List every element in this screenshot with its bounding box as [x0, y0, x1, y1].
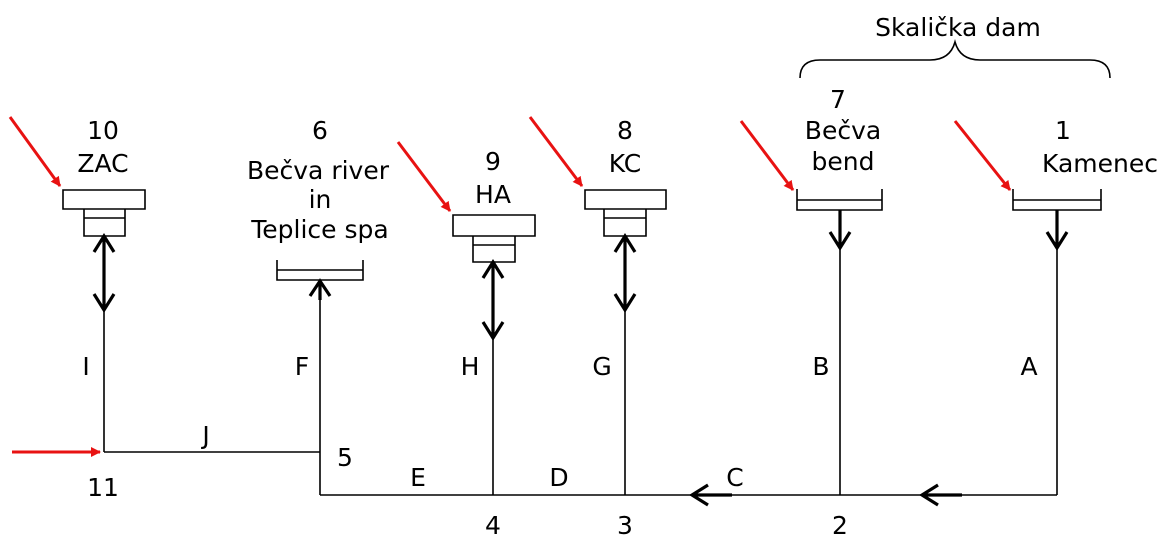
left-arrow-a-bottom — [918, 483, 962, 507]
node-6-name-line1: Bečva river — [247, 156, 390, 185]
junction-11-label: 11 — [87, 473, 119, 502]
reservoir-1-kamenec: 1 Kamenec — [953, 116, 1158, 211]
up-arrow-f — [308, 278, 332, 300]
segment-label-h: H — [461, 352, 480, 381]
reservoir-8-shape — [584, 189, 667, 237]
down-arrow-b — [828, 210, 852, 252]
junction-2-label: 2 — [832, 511, 848, 538]
reservoir-9-ha: 9 HA — [396, 141, 536, 263]
segment-label-g: G — [592, 352, 611, 381]
bidirectional-arrow-i — [92, 232, 116, 314]
network-lines — [103, 240, 1058, 496]
segment-label-j: J — [200, 421, 209, 450]
node-7-name-line1: Bečva — [805, 116, 881, 145]
reservoir-7-becva-bend: 7 Bečva bend — [739, 85, 883, 211]
skalicka-dam-brace — [799, 39, 1111, 79]
node-9-name: HA — [475, 180, 511, 209]
bidirectional-arrow-h — [481, 258, 505, 342]
red-inflow-arrow-9 — [396, 141, 452, 212]
reservoir-6-shape — [276, 260, 364, 281]
flow-arrows — [92, 210, 1069, 507]
down-arrow-a — [1045, 210, 1069, 252]
node-6-name-line3: Teplice spa — [250, 215, 388, 244]
node-7-name-line2: bend — [812, 147, 875, 176]
segment-label-d: D — [549, 463, 568, 492]
left-arrow-c — [688, 483, 732, 507]
node-8-name: KC — [609, 149, 641, 178]
node-6-number: 6 — [312, 116, 328, 145]
reservoir-9-shape — [452, 214, 536, 263]
skalicka-dam-label: Skalička dam — [875, 13, 1041, 42]
reservoir-7-shape — [796, 189, 883, 211]
junction-4-label: 4 — [485, 511, 501, 538]
segment-label-a: A — [1020, 352, 1037, 381]
reservoir-6-teplice: 6 Bečva river in Teplice spa — [247, 116, 390, 281]
node-9-number: 9 — [485, 147, 501, 176]
node-1-number: 1 — [1055, 116, 1071, 145]
segment-labels: I J F H G B A E D C — [82, 352, 1037, 492]
node-10-number: 10 — [87, 116, 119, 145]
red-inflow-arrow-7 — [739, 120, 795, 191]
red-inflow-arrow-1 — [953, 120, 1012, 191]
segment-label-i: I — [82, 352, 89, 381]
reservoir-10-shape — [62, 189, 146, 237]
segment-label-b: B — [812, 352, 829, 381]
junction-5-label: 5 — [337, 443, 353, 472]
node-6-name-line2: in — [309, 185, 332, 214]
red-inflow-arrow-10 — [8, 116, 62, 187]
junction-labels: 11 5 4 3 2 — [87, 443, 848, 538]
node-10-name: ZAC — [77, 149, 128, 178]
red-inflow-arrow-8 — [528, 116, 584, 187]
node-7-number: 7 — [830, 85, 846, 114]
reservoir-1-shape — [1012, 189, 1102, 211]
segment-label-e: E — [410, 463, 426, 492]
segment-label-c: C — [726, 463, 743, 492]
reservoir-10-zac: 10 ZAC — [8, 116, 146, 237]
bidirectional-arrow-g — [613, 232, 637, 314]
node-8-number: 8 — [617, 116, 633, 145]
node-1-name: Kamenec — [1042, 149, 1158, 178]
junction-3-label: 3 — [617, 511, 633, 538]
reservoir-8-kc: 8 KC — [528, 116, 667, 237]
segment-label-f: F — [295, 352, 309, 381]
